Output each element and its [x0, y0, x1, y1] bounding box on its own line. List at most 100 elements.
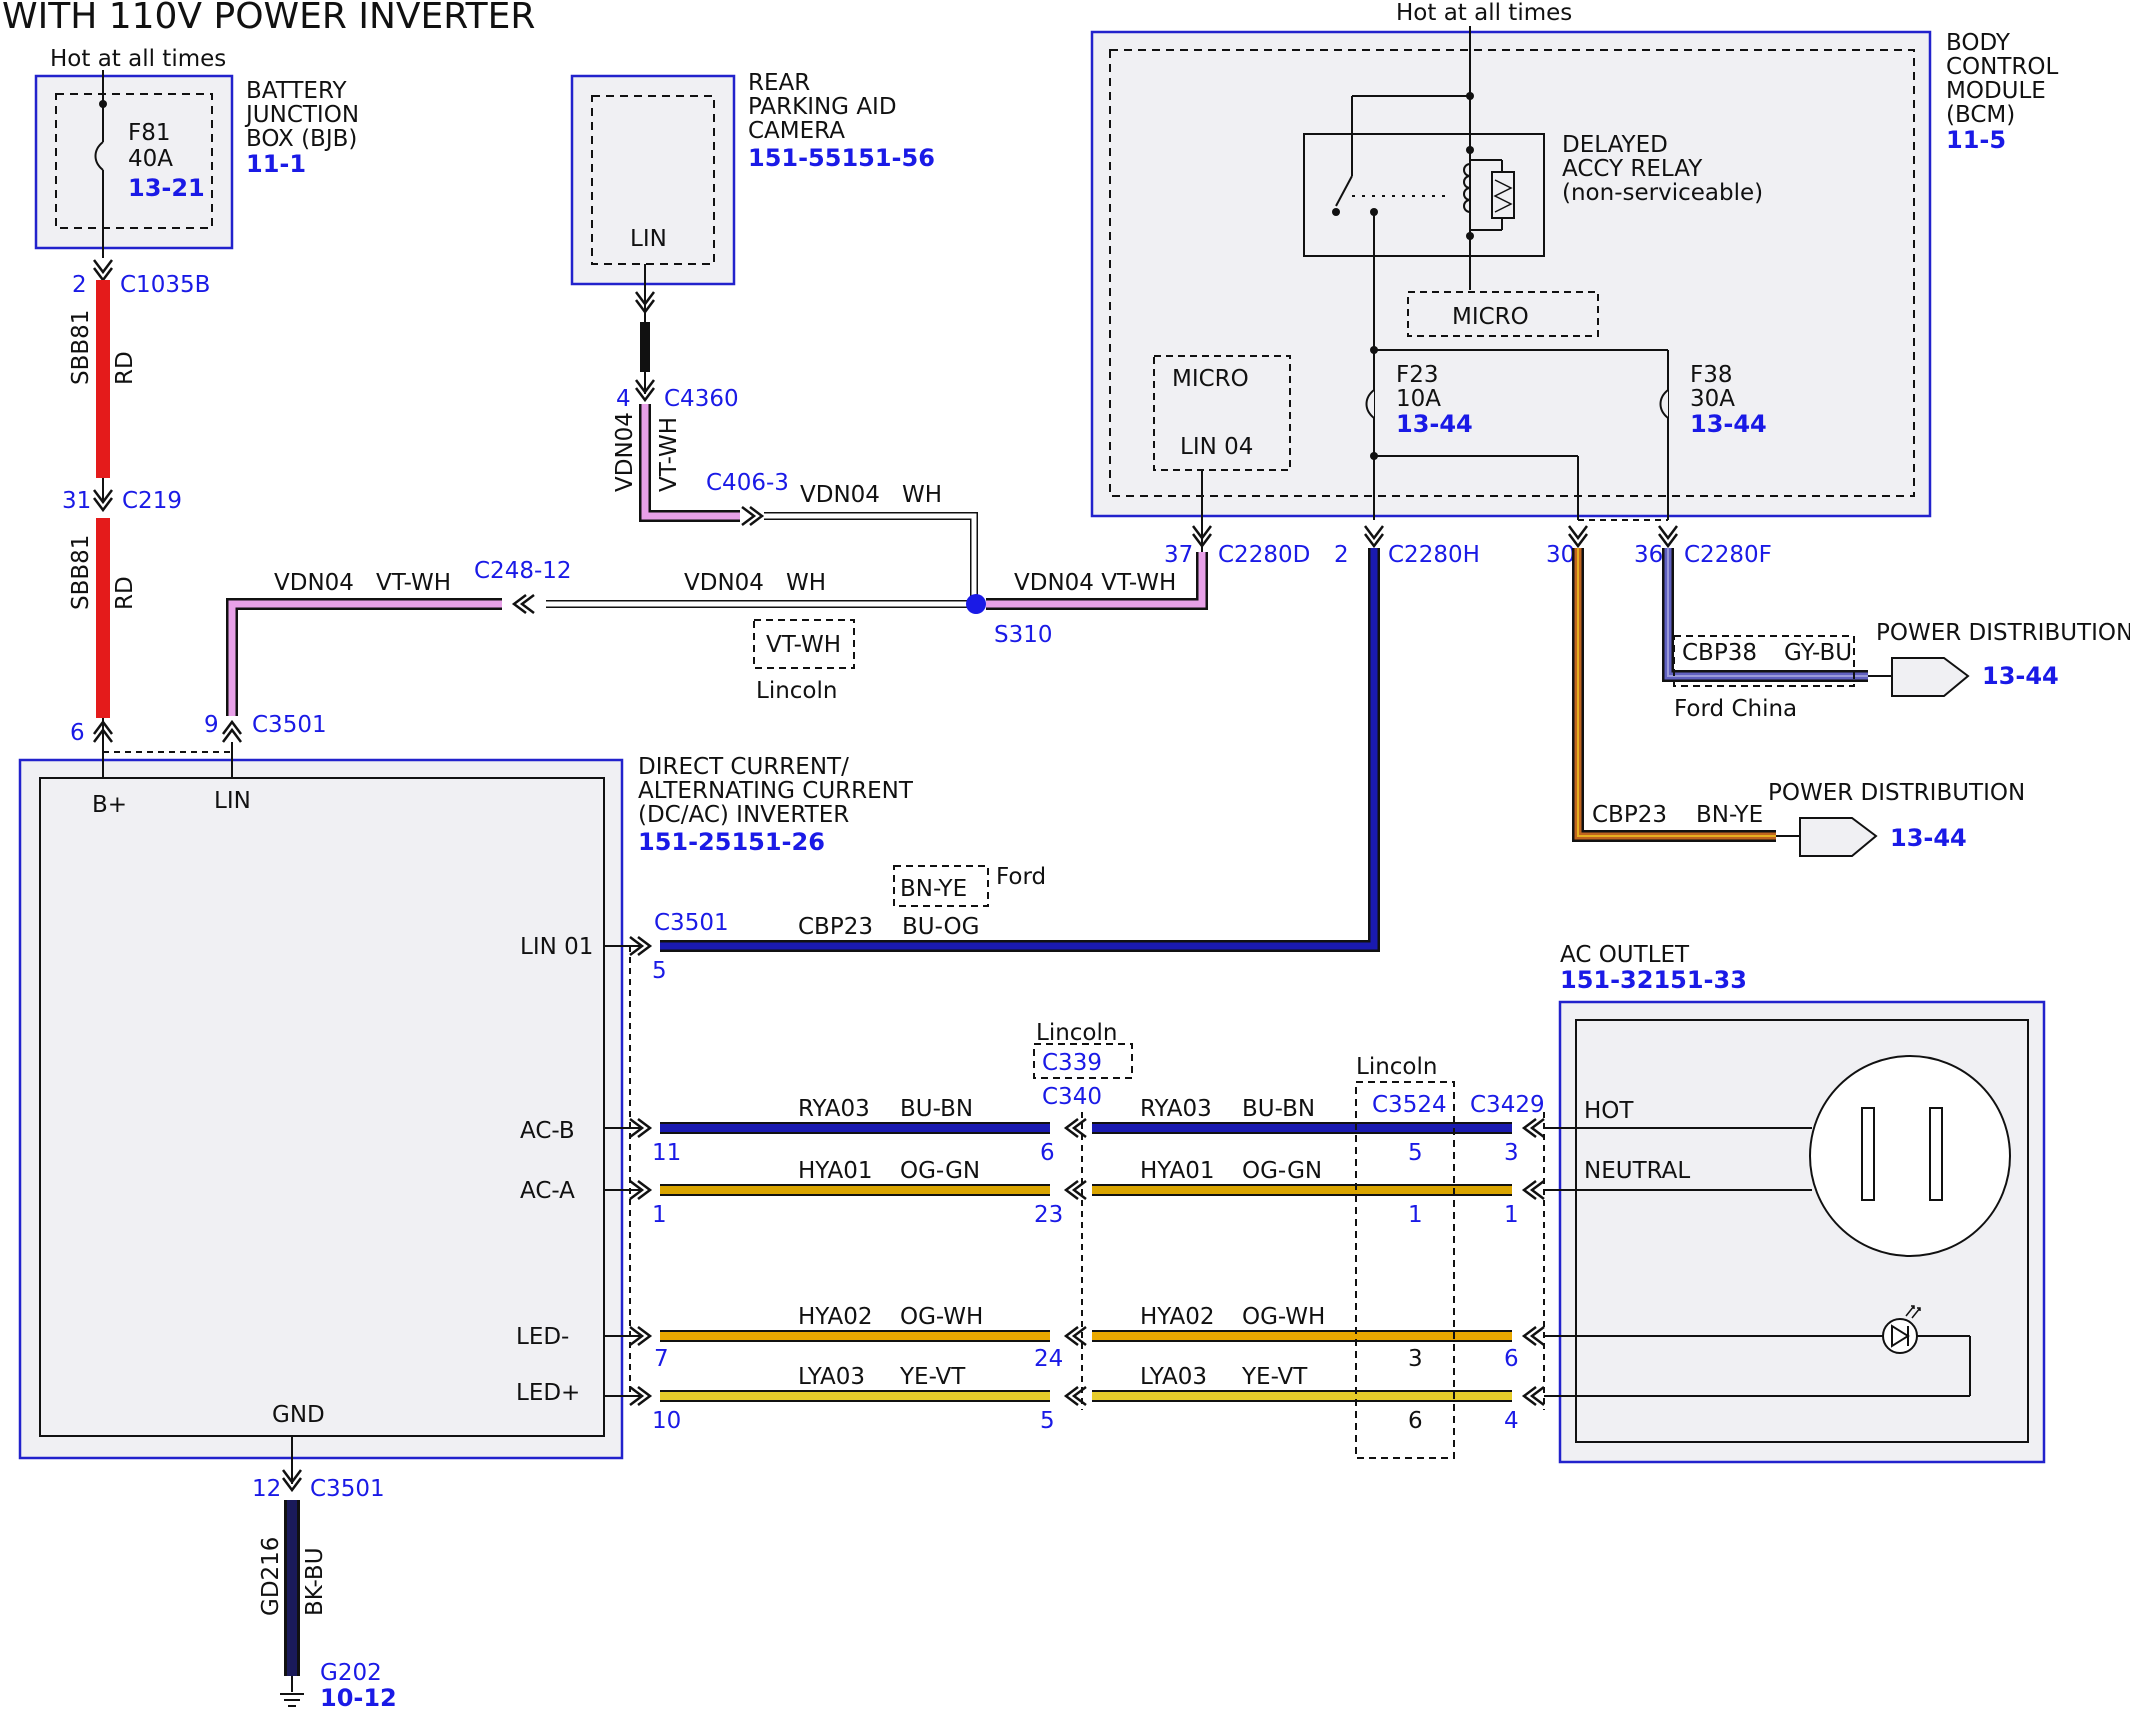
ground-circuit: 12 C3501 GD216 BK-BU G202 10-12 — [252, 1468, 397, 1710]
connector-arrow-icon — [1522, 1179, 1546, 1201]
ac-outlet: AC OUTLET 151-32151-33 HOT NEUTRAL — [1544, 942, 2046, 1464]
bjb-hot-label: Hot at all times — [50, 46, 226, 72]
bcm-conn37: C2280D — [1218, 542, 1310, 568]
f23-rating: 10A — [1396, 386, 1441, 412]
pd1-ref[interactable]: 13-44 — [1982, 662, 2059, 690]
lin01-pin: 5 — [652, 958, 667, 984]
camera-box — [570, 74, 736, 286]
ac-wire-color-a: OG-WH — [900, 1304, 983, 1330]
ground-name: G202 — [320, 1660, 382, 1686]
bcm-pin2: 2 — [1334, 542, 1349, 568]
bcm-name-2: CONTROL — [1946, 54, 2059, 80]
inv-aca: AC-A — [520, 1178, 575, 1204]
splice-right-label: VDN04 VT-WH — [1014, 570, 1176, 596]
ac-wire-circuit-a: HYA02 — [798, 1304, 873, 1330]
inline-c3524: C3524 — [1372, 1092, 1447, 1118]
pd1-option: Ford China — [1674, 696, 1797, 722]
ac-wire-c3524-pin: 6 — [1408, 1408, 1423, 1434]
fuse-f38-icon — [1659, 389, 1669, 419]
f23-ref[interactable]: 13-44 — [1396, 410, 1473, 438]
connector-arrow-icon — [221, 720, 243, 744]
sbb81-circuit-2: SBB81 — [68, 535, 94, 610]
c248-conn: C248-12 — [474, 558, 572, 584]
outlet-func-hot: HOT — [1584, 1098, 1634, 1124]
camera-name-3: CAMERA — [748, 118, 845, 144]
ac-wire-circuit-b: HYA02 — [1140, 1304, 1215, 1330]
ac-wire-color-a: YE-VT — [899, 1364, 966, 1390]
inv-ref[interactable]: 151-25151-26 — [638, 828, 825, 856]
bjb-name-1: BATTERY — [246, 78, 347, 104]
relay-name-3: (non-serviceable) — [1562, 180, 1763, 206]
ac-wire-c340-pin: 5 — [1040, 1408, 1055, 1434]
connector-arrow-icon — [1522, 1117, 1546, 1139]
bcm-hot-label: Hot at all times — [1396, 0, 1572, 26]
inverter-inner-box — [39, 777, 605, 1437]
inv-bplus: B+ — [92, 792, 127, 818]
camera-ref[interactable]: 151-55151-56 — [748, 144, 935, 172]
bcm-ref[interactable]: 11-5 — [1946, 126, 2006, 154]
bcm-name-1: BODY — [1946, 30, 2011, 56]
ac-wire-inv-pin: 7 — [654, 1346, 669, 1372]
lin01-option: Ford — [996, 864, 1046, 890]
ac-wire-c340-pin: 23 — [1034, 1202, 1063, 1228]
relay-switch-icon — [1335, 175, 1353, 207]
ac-wire-circuit-a: LYA03 — [798, 1364, 865, 1390]
bjb-conn: C1035B — [120, 272, 210, 298]
power-distribution-2: CBP23 BN-YE POWER DISTRIBUTION 13-44 — [1572, 548, 2025, 857]
splice-option-color: VT-WH — [766, 632, 841, 658]
inv-ledp: LED+ — [516, 1380, 580, 1406]
pd2-label: POWER DISTRIBUTION — [1768, 780, 2025, 806]
pd2-color: BN-YE — [1696, 802, 1763, 828]
ac-wire-circuit-b: LYA03 — [1140, 1364, 1207, 1390]
c3524-option-box — [1355, 1081, 1455, 1459]
ac-wire-out-pin: 1 — [1504, 1202, 1519, 1228]
ac-wire-c3524-pin: 3 — [1408, 1346, 1423, 1372]
c406-circuit: VDN04 — [800, 482, 880, 508]
ac-wire-color-a: OG-GN — [900, 1158, 980, 1184]
inv-pin6: 6 — [70, 720, 85, 746]
ac-wire-circuit-b: RYA03 — [1140, 1096, 1212, 1122]
ac-wire-out-pin: 3 — [1504, 1140, 1519, 1166]
inline-c3429: C3429 — [1470, 1092, 1545, 1118]
f38-ref[interactable]: 13-44 — [1690, 410, 1767, 438]
pd2-ref[interactable]: 13-44 — [1890, 824, 1967, 852]
lin01-option-color: BN-YE — [900, 876, 967, 902]
connector-arrow-icon — [1522, 1385, 1546, 1407]
body-control-module: Hot at all times BODY CONTROL MODULE (BC… — [1090, 0, 2059, 568]
fuse-f81-icon — [94, 141, 104, 171]
bjb-ref[interactable]: 11-1 — [246, 150, 306, 178]
ac-wire-out-pin: 6 — [1504, 1346, 1519, 1372]
connector-arrow-icon — [1522, 1325, 1546, 1347]
camera-pin: 4 — [616, 386, 631, 412]
ground-icon — [280, 1693, 304, 1707]
ac-wire-color-b: BU-BN — [1242, 1096, 1315, 1122]
c248-color: VT-WH — [376, 570, 451, 596]
bjb-name-2: JUNCTION — [244, 102, 359, 128]
c339-option-box — [1033, 1043, 1133, 1079]
ac-wire-circuit-b: HYA01 — [1140, 1158, 1215, 1184]
ground-pin: 12 — [252, 1476, 281, 1502]
pd1-circuit: CBP38 — [1682, 640, 1757, 666]
ac-socket-icon — [1809, 1055, 2011, 1257]
outlet-ref[interactable]: 151-32151-33 — [1560, 966, 1747, 994]
connector-arrow-icon — [1363, 524, 1385, 548]
inv-lin01: LIN 01 — [520, 934, 593, 960]
inv-acb: AC-B — [520, 1118, 575, 1144]
bjb-fuse-ref[interactable]: 13-21 — [128, 174, 205, 202]
bcm-pin37: 37 — [1164, 542, 1193, 568]
ac-wire-out-pin: 4 — [1504, 1408, 1519, 1434]
ac-wires: Lincoln C339 C340 Lincoln C3524 C3429 RY… — [652, 1020, 1546, 1459]
inv-lin: LIN — [214, 788, 251, 814]
connector-arrow-icon — [740, 505, 764, 527]
rear-parking-aid-camera: LIN REAR PARKING AID CAMERA 151-55151-56… — [570, 70, 978, 602]
relay-coil-icon — [1463, 163, 1471, 213]
ground-ref[interactable]: 10-12 — [320, 1684, 397, 1710]
inv-name-1: DIRECT CURRENT/ — [638, 754, 849, 780]
ac-wire-color-a: BU-BN — [900, 1096, 973, 1122]
lin01-wire: C3501 5 CBP23 BU-OG BN-YE Ford — [652, 548, 1380, 984]
f38-name: F38 — [1690, 362, 1733, 388]
ground-color-label: BK-BU — [302, 1547, 328, 1616]
page-title: WITH 110V POWER INVERTER — [2, 0, 535, 37]
c406-conn: C406-3 — [706, 470, 789, 496]
bjb-box — [34, 74, 234, 250]
